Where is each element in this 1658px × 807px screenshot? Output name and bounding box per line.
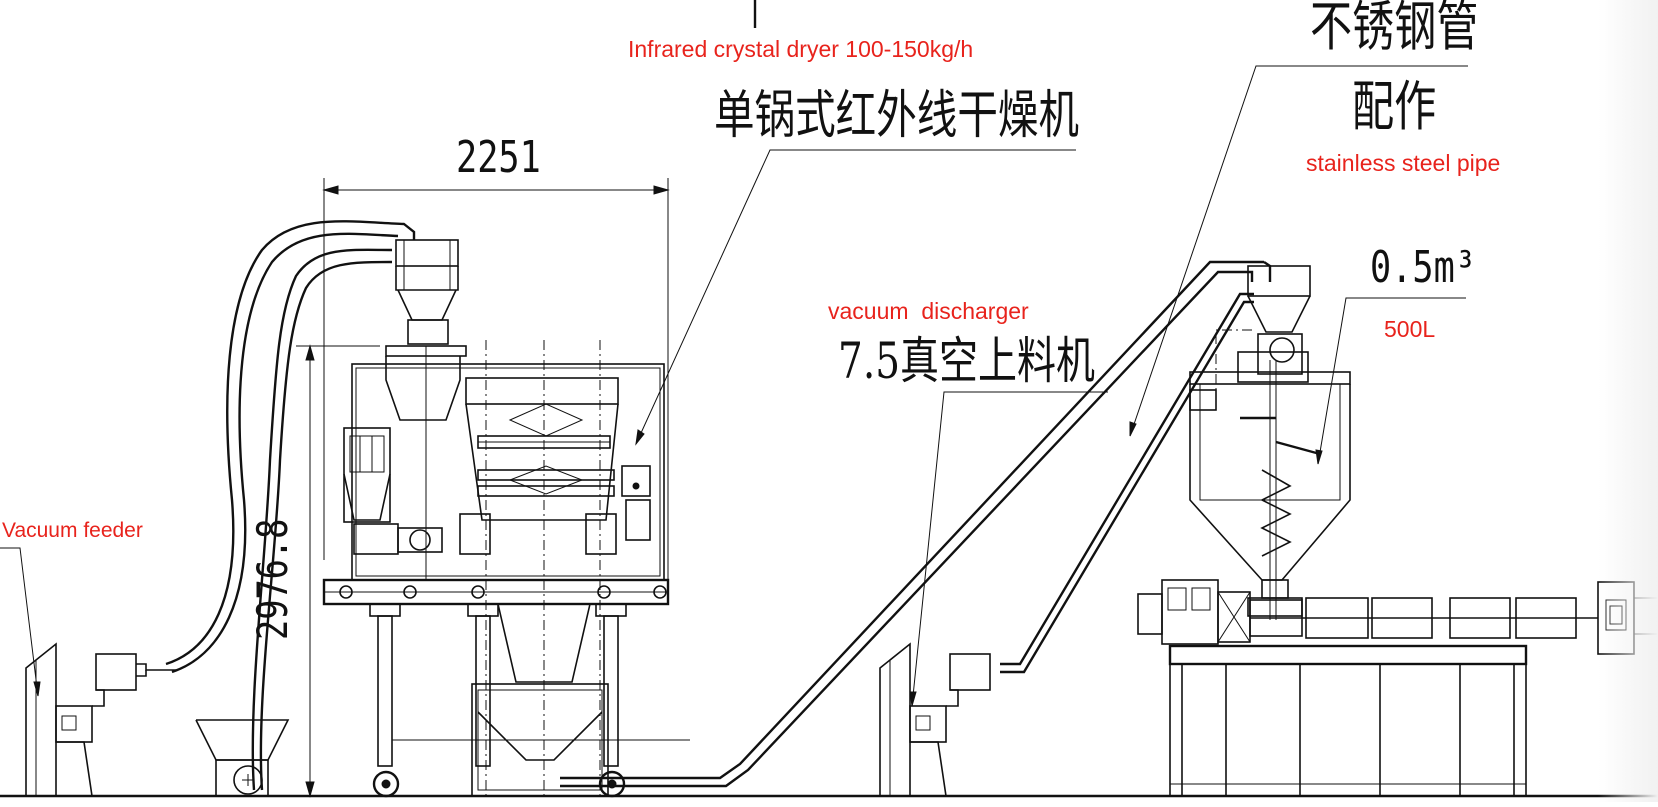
leader-feeder — [0, 547, 39, 697]
extruder-barrel — [1137, 579, 1658, 655]
infrared-dryer — [322, 239, 690, 798]
width-dimension: 2251 — [456, 132, 541, 183]
right-edge-shade — [1598, 0, 1658, 802]
height-dimension: 2976.8 — [248, 518, 297, 640]
dimension-lines — [296, 178, 670, 798]
small-feed-hopper — [195, 719, 290, 797]
leader-hopper — [1317, 297, 1466, 465]
dryer-label-en: Infrared crystal dryer 100-150kg/h — [628, 36, 974, 62]
feeder-label-en: Vacuum feeder — [2, 519, 143, 542]
extruder-stand — [1168, 644, 1528, 797]
extruder-hopper — [1189, 265, 1351, 620]
pipe-label-cn-line2: 配作 — [1352, 75, 1437, 138]
vacuum-feeder-left — [25, 642, 176, 797]
pipe-label-cn-line1: 不锈钢管 — [1310, 0, 1479, 58]
discharge-pipe — [560, 260, 1272, 788]
leader-lines — [0, 65, 1468, 707]
discharger-label-cn: 7.5真空上料机 — [838, 332, 1096, 390]
hopper-volume: 0.5m³ — [1370, 242, 1476, 293]
conveying-hoses — [165, 220, 416, 791]
vacuum-discharger — [879, 642, 991, 797]
dryer-label-cn: 单锅式红外线干燥机 — [714, 86, 1080, 146]
discharger-label-en: vacuum discharger — [828, 298, 1029, 324]
pipe-label-en: stainless steel pipe — [1306, 150, 1501, 176]
leader-dryer — [635, 149, 1076, 445]
hopper-label-en: 500L — [1384, 316, 1436, 342]
leader-discharger — [911, 391, 1108, 707]
leader-pipe — [1129, 65, 1468, 437]
